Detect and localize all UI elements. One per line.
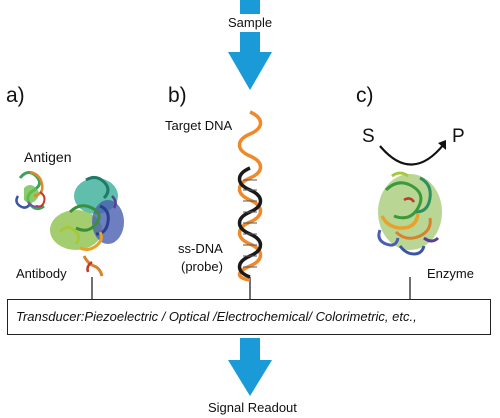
transducer-box: Transducer:Piezoelectric / Optical /Elec… [7, 299, 491, 335]
signal-readout-label: Signal Readout [208, 400, 297, 415]
enzyme-structure [377, 171, 442, 256]
sample-label: Sample [228, 15, 273, 30]
probe-dna-strand [237, 166, 263, 279]
transducer-label: Transducer:Piezoelectric / Optical /Elec… [16, 309, 417, 324]
readout-arrow [228, 338, 272, 396]
probe-label: (probe) [181, 259, 223, 274]
panel-b-letter: b) [168, 84, 187, 107]
panel-c-letter: c) [356, 84, 374, 107]
substrate-label: S [362, 126, 375, 147]
antigen-label: Antigen [24, 149, 72, 165]
dna-helix [237, 110, 263, 282]
target-dna-strand [237, 110, 263, 282]
product-label: P [452, 126, 465, 147]
target-dna-label: Target DNA [165, 118, 233, 133]
panel-a-letter: a) [6, 84, 25, 107]
sample-arrow [228, 0, 272, 90]
antibody-label: Antibody [16, 266, 67, 281]
ss-dna-label: ss-DNA [178, 241, 223, 256]
reaction-arrow [379, 140, 446, 166]
antigen-structure [15, 170, 46, 211]
antibody-structure [50, 175, 124, 277]
enzyme-label: Enzyme [427, 266, 474, 281]
